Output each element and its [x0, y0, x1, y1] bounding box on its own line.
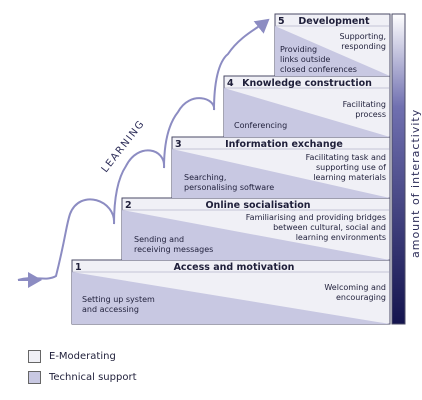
legend-label-e-moderating: E-Moderating [49, 350, 116, 362]
axis-label: amount of interactivity [409, 109, 422, 258]
e-moderating-text: between cultural, social and [273, 223, 386, 232]
technical-support-wedge [72, 272, 390, 324]
learning-curve-arrow [17, 18, 270, 281]
technical-support-wedge [172, 149, 390, 198]
e-moderating-text: Facilitating [343, 100, 386, 109]
technical-support-text: personalising software [184, 183, 274, 192]
technical-support-text: Providing [280, 45, 317, 54]
technical-support-text: receiving messages [134, 245, 213, 254]
e-moderating-text: learning materials [313, 173, 386, 182]
stage-title: Development [298, 16, 370, 27]
legend-item-e-moderating: E-Moderating [28, 348, 116, 364]
interactivity-bar [391, 13, 406, 325]
stage-4: 4 Knowledge constructionFacilitatingproce… [223, 75, 391, 138]
legend-label-technical-support: Technical support [49, 371, 137, 383]
stage-title: Online socialisation [205, 200, 310, 211]
stage-number: 3 [175, 139, 182, 150]
legend-swatch-technical-support [28, 370, 41, 384]
stage-number: 1 [75, 262, 82, 273]
technical-support-text: and accessing [82, 305, 139, 314]
technical-support-text: Sending and [134, 235, 184, 244]
e-moderating-text: responding [341, 42, 386, 51]
stage-number: 2 [125, 200, 132, 211]
technical-support-wedge [122, 210, 390, 260]
e-moderating-text: Familiarising and providing bridges [246, 213, 386, 222]
legend-swatch-e-moderating [28, 349, 41, 363]
technical-support-text: Setting up system [82, 295, 155, 304]
e-moderating-text: Facilitating task and [306, 153, 386, 162]
technical-support-wedge [224, 88, 390, 137]
five-stage-model-diagram: LEARNING 1 Access and motivationWelcoming… [17, 13, 422, 325]
stage-title: Knowledge construction [242, 78, 372, 89]
e-moderating-text: supporting use of [316, 163, 386, 172]
technical-support-wedge [275, 26, 390, 76]
e-moderating-text: process [355, 110, 386, 119]
technical-support-text: Searching, [184, 173, 226, 182]
learning-label: LEARNING [100, 118, 148, 175]
legend-item-technical-support: Technical support [28, 369, 137, 385]
e-moderating-text: learning environments [296, 233, 386, 242]
e-moderating-text: encouraging [336, 293, 386, 302]
stage-title: Access and motivation [174, 262, 295, 273]
technical-support-text: closed conferences [280, 65, 357, 74]
stage-number: 5 [278, 16, 285, 27]
stage-number: 4 [227, 78, 234, 89]
e-moderating-text: Supporting, [339, 32, 386, 41]
technical-support-text: links outside [280, 55, 330, 64]
technical-support-text: Conferencing [234, 121, 287, 130]
stage-title: Information exchange [225, 139, 343, 150]
e-moderating-text: Welcoming and [324, 283, 386, 292]
